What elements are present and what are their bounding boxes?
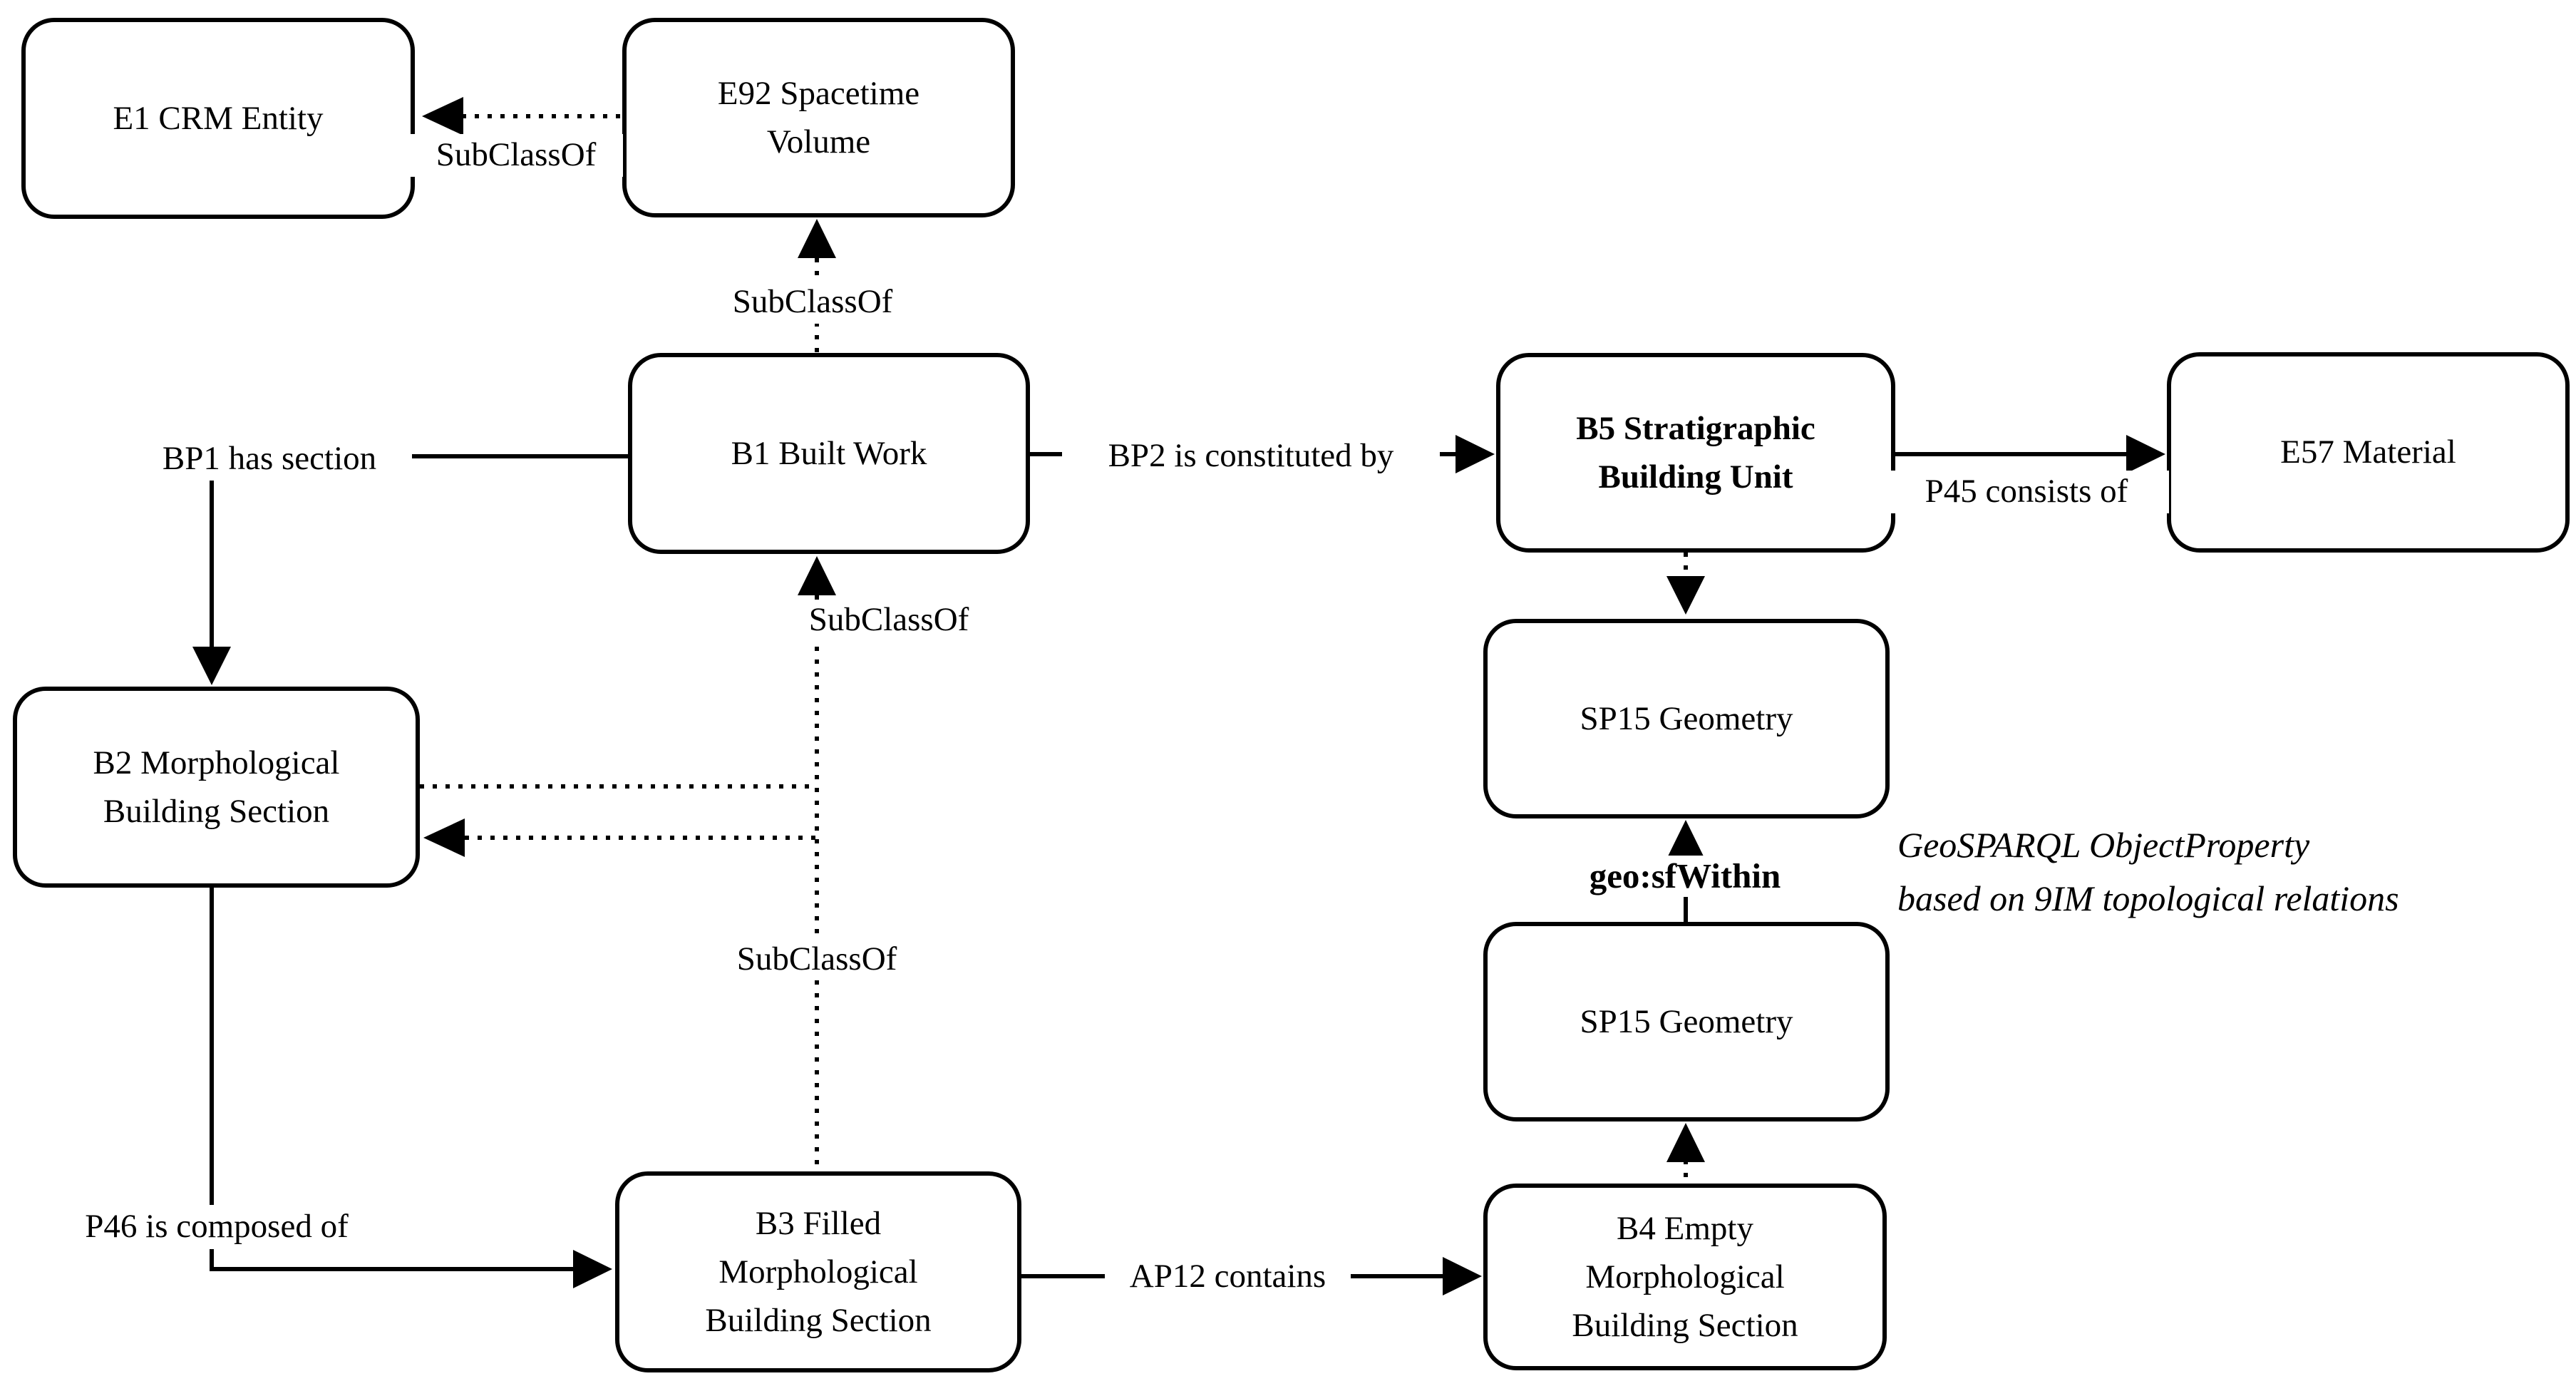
- arrowhead-down-icon: [192, 647, 231, 685]
- geosparql-annotation: GeoSPARQL ObjectProperty based on 9IM to…: [1897, 825, 2399, 918]
- arrowhead-right-icon: [573, 1250, 612, 1288]
- arrowhead-up-icon: [798, 556, 836, 595]
- arrowhead-up-icon: [1666, 820, 1705, 859]
- edge-label-ap12-contains: AP12 contains: [1105, 1256, 1351, 1298]
- arrowhead-up-icon: [1666, 1123, 1705, 1162]
- edge-subclassof-b1-to-e92: [798, 219, 836, 353]
- edge-p45-consists-of: [1895, 435, 2165, 473]
- arrowhead-left-icon: [422, 97, 463, 135]
- edge-label-geo-sfwithin: geo:sfWithin: [1557, 856, 1813, 897]
- arrowhead-up-icon: [798, 219, 836, 258]
- node-b1-built-work: B1 Built Work: [628, 353, 1030, 554]
- arrowhead-right-icon: [2126, 435, 2165, 473]
- node-b4-empty-morphological-building-section: B4 Empty Morphological Building Section: [1483, 1184, 1887, 1370]
- node-e1-crm-entity: E1 CRM Entity: [21, 18, 415, 219]
- node-b5-stratigraphic-building-unit: B5 Stratigraphic Building Unit: [1496, 353, 1895, 553]
- node-sp15-geometry-upper: SP15 Geometry: [1483, 619, 1890, 818]
- edge-b5-to-sp15-geometry: [1666, 553, 1705, 615]
- edge-label-subclassof-b2-b1: SubClassOf: [782, 600, 996, 641]
- node-e92-spacetime-volume: E92 Spacetime Volume: [622, 18, 1015, 217]
- edge-label-p46-is-composed-of: P46 is composed of: [38, 1205, 395, 1249]
- edge-label-p45-consists-of: P45 consists of: [1884, 471, 2169, 513]
- edge-label-subclassof-b1-e92: SubClassOf: [706, 281, 919, 324]
- node-sp15-geometry-lower: SP15 Geometry: [1483, 922, 1890, 1121]
- edge-bp1-has-section: [192, 454, 628, 685]
- arrowhead-right-icon: [1443, 1257, 1482, 1295]
- edge-label-bp2-is-constituted-by: BP2 is constituted by: [1062, 435, 1440, 478]
- node-b2-morphological-building-section: B2 Morphological Building Section: [13, 687, 420, 888]
- edge-subclassof-trunk-b2-b3-to-b1: [420, 556, 836, 1171]
- edge-label-subclassof-e92-e1: SubClassOf: [409, 134, 623, 177]
- node-e57-material: E57 Material: [2167, 352, 2570, 553]
- arrowhead-down-icon: [1666, 576, 1705, 615]
- edge-subclassof-e92-to-e1: [422, 97, 622, 135]
- edge-label-bp1-has-section: BP1 has section: [127, 438, 412, 481]
- node-b3-filled-morphological-building-section: B3 Filled Morphological Building Section: [615, 1171, 1021, 1372]
- edge-label-subclassof-b3-b2: SubClassOf: [710, 939, 924, 980]
- arrowhead-right-icon: [1456, 435, 1495, 473]
- arrowhead-left-icon: [423, 818, 465, 857]
- edge-b4-to-sp15-geometry: [1666, 1123, 1705, 1184]
